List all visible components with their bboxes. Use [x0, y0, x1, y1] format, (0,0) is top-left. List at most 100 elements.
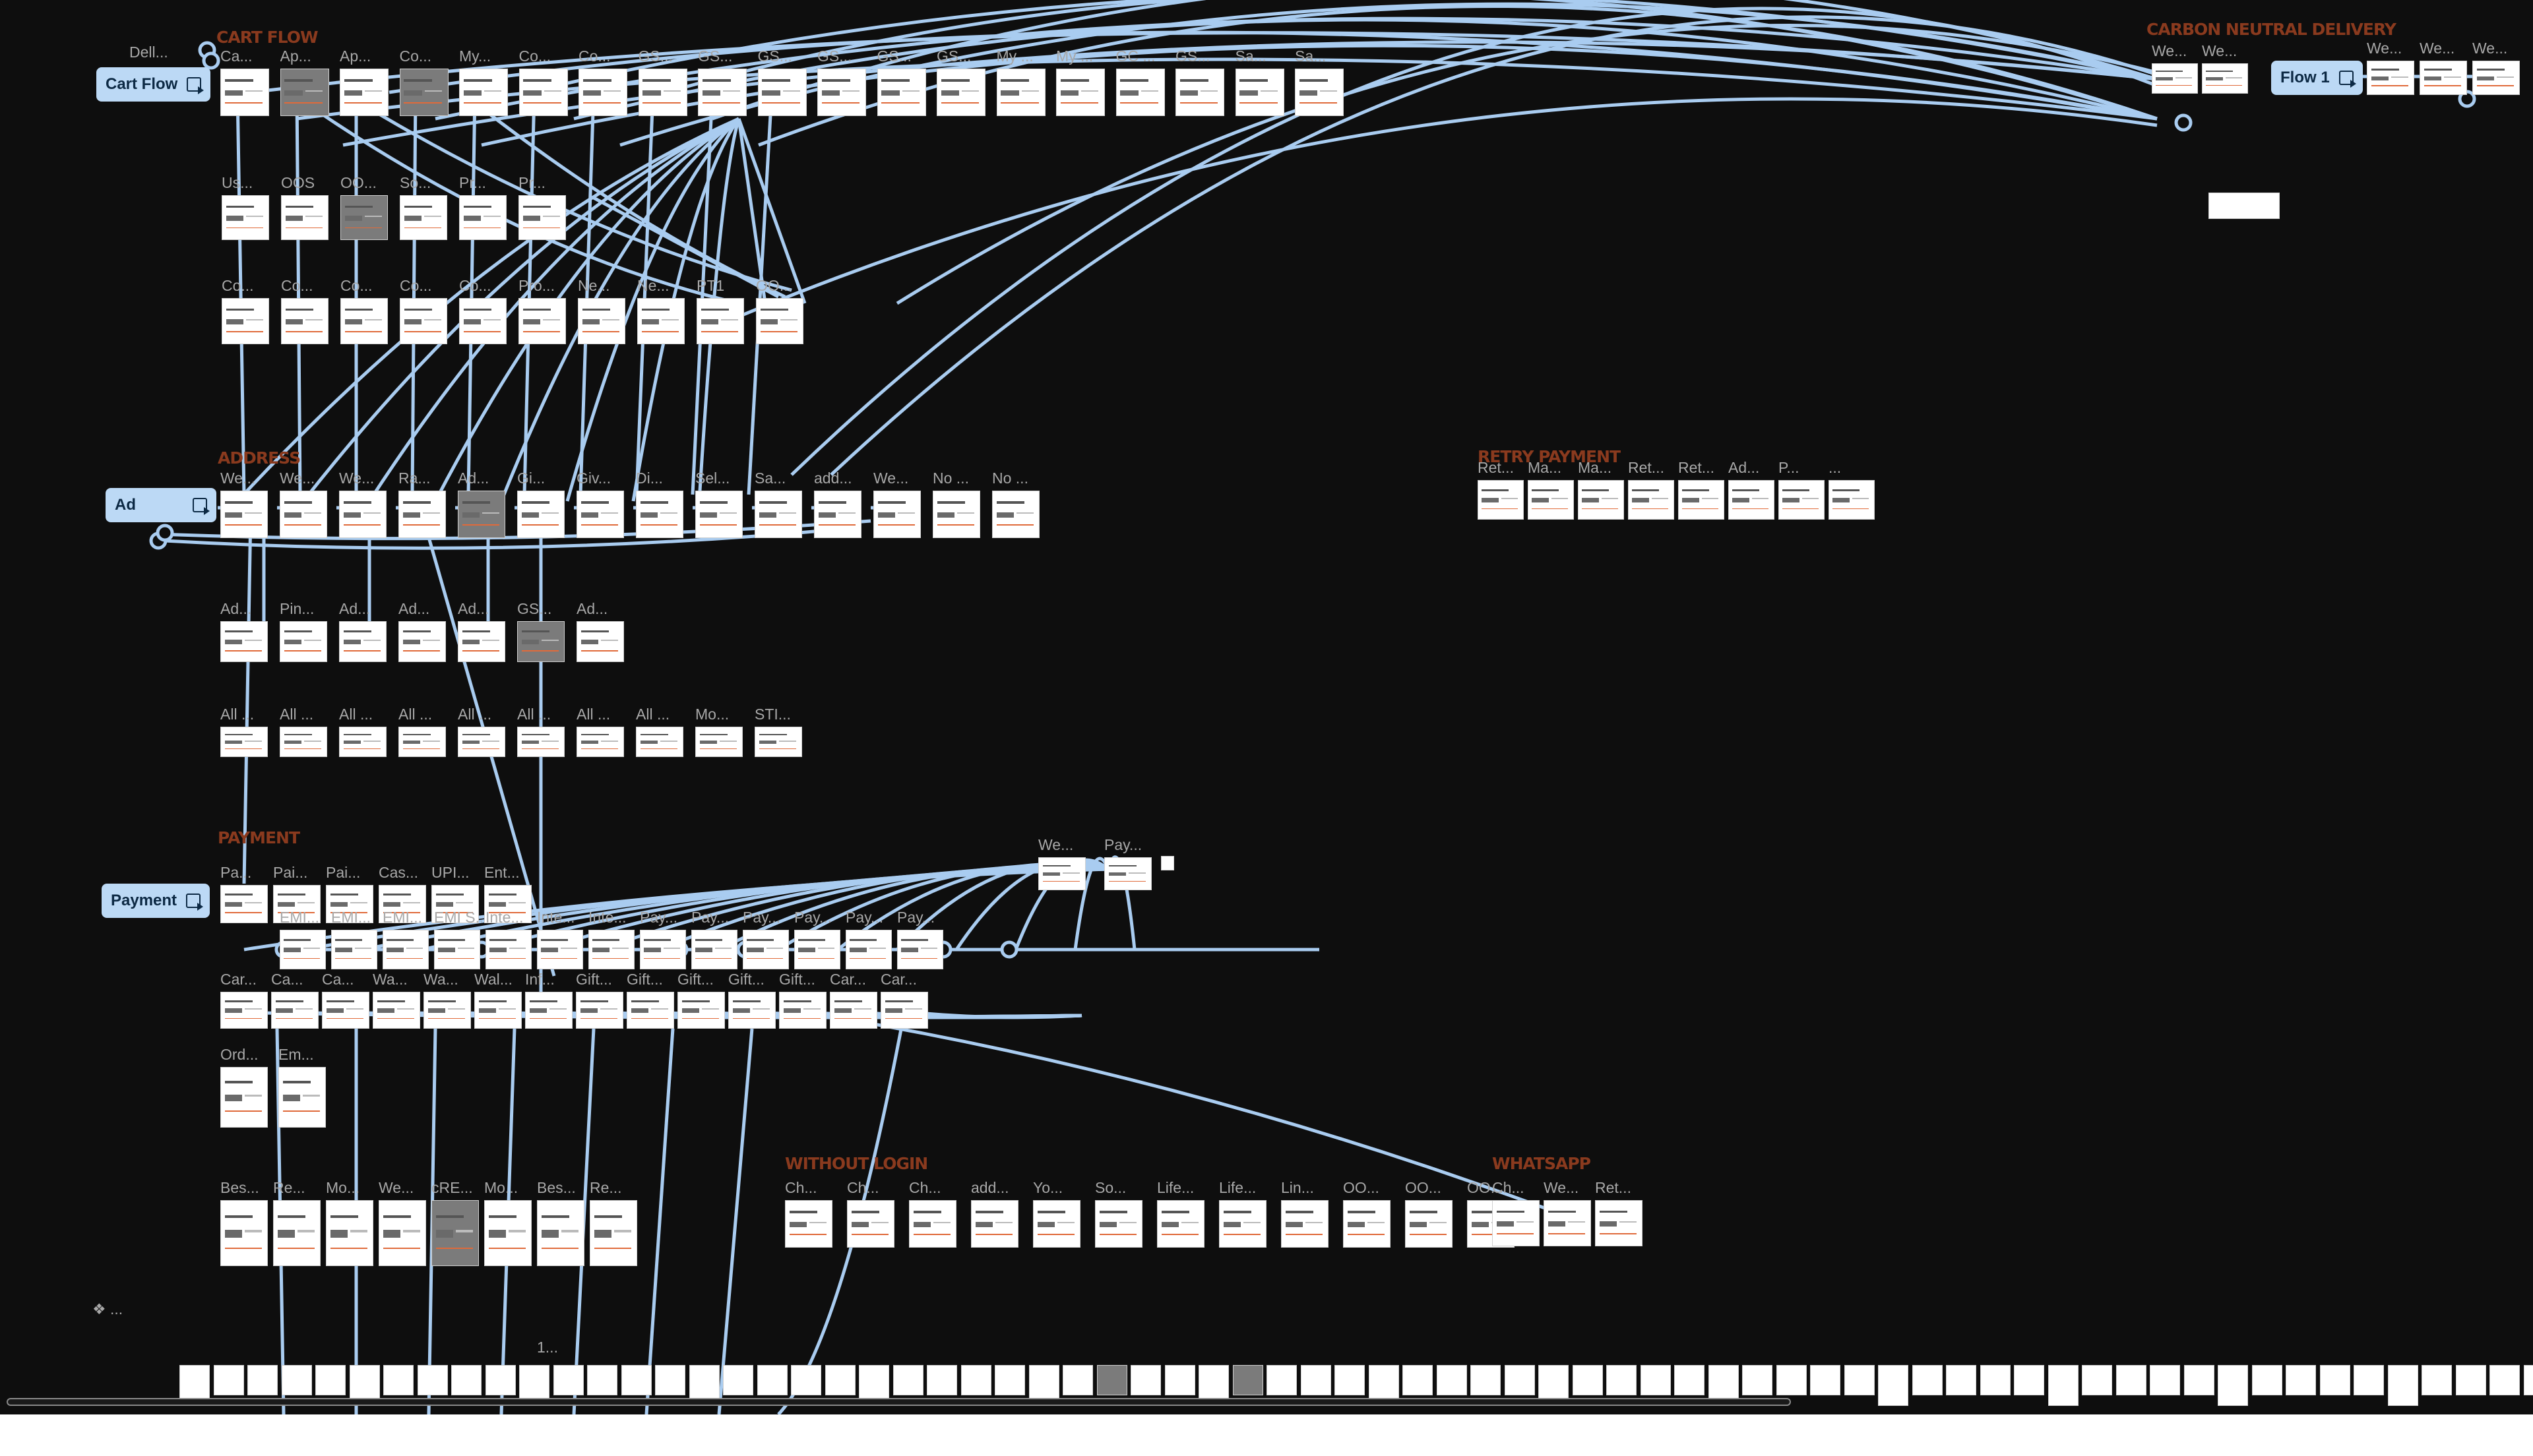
strip-frame-thumbnail[interactable] — [621, 1365, 652, 1395]
frame-thumbnail[interactable] — [398, 727, 446, 757]
frame-thumbnail[interactable] — [756, 298, 803, 344]
frame-thumbnail[interactable] — [220, 1200, 268, 1266]
flow-start-payment[interactable]: Payment — [102, 884, 210, 918]
frame-thumbnail[interactable] — [637, 298, 685, 344]
frame-thumbnail[interactable] — [817, 69, 866, 116]
frame-thumbnail[interactable] — [331, 930, 377, 969]
frame-thumbnail[interactable] — [278, 1067, 326, 1128]
frame-thumbnail[interactable] — [579, 69, 627, 116]
strip-frame-thumbnail[interactable] — [1063, 1365, 1093, 1395]
frame-thumbnail[interactable] — [518, 69, 568, 116]
frame-thumbnail[interactable] — [474, 992, 522, 1029]
strip-frame-thumbnail[interactable] — [2354, 1365, 2384, 1395]
strip-frame-thumbnail[interactable] — [1912, 1365, 1943, 1395]
frame-thumbnail[interactable] — [458, 621, 505, 662]
frame-thumbnail[interactable] — [877, 69, 926, 116]
strip-frame-thumbnail[interactable] — [1844, 1365, 1875, 1395]
strip-frame-thumbnail[interactable] — [1096, 1365, 1127, 1395]
frame-thumbnail[interactable] — [1628, 480, 1674, 520]
frame-thumbnail[interactable] — [280, 491, 327, 538]
frame-thumbnail[interactable] — [326, 1200, 373, 1266]
frame-thumbnail[interactable] — [379, 1200, 426, 1266]
strip-frame-thumbnail[interactable] — [1776, 1365, 1807, 1395]
strip-frame-thumbnail[interactable] — [757, 1365, 788, 1395]
flow-start-flow-1[interactable]: Flow 1 — [2271, 61, 2363, 95]
frame-thumbnail[interactable] — [271, 992, 319, 1029]
strip-frame-thumbnail[interactable] — [383, 1365, 414, 1395]
strip-frame-thumbnail[interactable] — [1980, 1365, 2011, 1395]
strip-frame-thumbnail[interactable] — [1946, 1365, 1976, 1395]
frame-thumbnail[interactable] — [220, 491, 268, 538]
frame-thumbnail[interactable] — [743, 930, 789, 969]
frame-thumbnail[interactable] — [1595, 1200, 1642, 1246]
frame-thumbnail[interactable] — [2420, 61, 2467, 95]
strip-frame-thumbnail[interactable] — [2014, 1365, 2044, 1395]
frame-thumbnail[interactable] — [814, 491, 861, 538]
frame-thumbnail[interactable] — [847, 1200, 894, 1248]
frame-thumbnail[interactable] — [458, 727, 505, 757]
frame-thumbnail[interactable] — [1728, 480, 1774, 520]
frame-thumbnail[interactable] — [1295, 69, 1344, 116]
frame-thumbnail[interactable] — [220, 621, 268, 662]
strip-frame-thumbnail[interactable] — [1572, 1365, 1603, 1395]
frame-thumbnail[interactable] — [379, 885, 426, 923]
strip-frame-thumbnail[interactable] — [2489, 1365, 2520, 1395]
frame-thumbnail[interactable] — [1104, 857, 1152, 890]
blank-frame[interactable] — [2208, 193, 2280, 219]
strip-frame-thumbnail[interactable] — [213, 1365, 244, 1395]
strip-frame-thumbnail[interactable] — [1810, 1365, 1840, 1395]
frame-thumbnail[interactable] — [695, 491, 743, 538]
strip-frame-thumbnail[interactable] — [723, 1365, 753, 1395]
frame-thumbnail[interactable] — [222, 195, 269, 240]
mini-frame[interactable] — [1161, 856, 1174, 870]
frame-thumbnail[interactable] — [458, 491, 505, 538]
frame-thumbnail[interactable] — [755, 727, 802, 757]
strip-frame-thumbnail[interactable] — [1164, 1365, 1195, 1395]
strip-frame-thumbnail[interactable] — [315, 1365, 346, 1395]
frame-thumbnail[interactable] — [220, 885, 268, 923]
frame-thumbnail[interactable] — [1219, 1200, 1266, 1248]
frame-thumbnail[interactable] — [757, 69, 807, 116]
frame-thumbnail[interactable] — [220, 69, 269, 116]
strip-frame-thumbnail[interactable] — [2183, 1365, 2214, 1395]
strip-frame-thumbnail[interactable] — [995, 1365, 1025, 1395]
strip-frame-thumbnail[interactable] — [960, 1365, 991, 1395]
frame-thumbnail[interactable] — [434, 930, 480, 969]
strip-frame-thumbnail[interactable] — [2150, 1365, 2180, 1395]
strip-frame-thumbnail[interactable] — [927, 1365, 957, 1395]
strip-frame-thumbnail[interactable] — [825, 1365, 856, 1395]
frame-thumbnail[interactable] — [340, 195, 388, 240]
frame-thumbnail[interactable] — [459, 195, 507, 240]
frame-thumbnail[interactable] — [1157, 1200, 1204, 1248]
frame-thumbnail[interactable] — [1829, 480, 1875, 520]
strip-frame-thumbnail[interactable] — [892, 1365, 923, 1395]
frame-thumbnail[interactable] — [518, 298, 566, 344]
frame-thumbnail[interactable] — [423, 992, 471, 1029]
horizontal-scrollbar[interactable] — [7, 1398, 1791, 1406]
frame-thumbnail[interactable] — [577, 491, 624, 538]
frame-thumbnail[interactable] — [695, 727, 743, 757]
frame-thumbnail[interactable] — [1478, 480, 1524, 520]
frame-thumbnail[interactable] — [431, 885, 479, 923]
frame-thumbnail[interactable] — [517, 491, 565, 538]
frame-thumbnail[interactable] — [1281, 1200, 1329, 1248]
frame-thumbnail[interactable] — [1095, 1200, 1142, 1248]
strip-frame-thumbnail[interactable] — [1300, 1365, 1331, 1395]
strip-frame-thumbnail[interactable] — [2523, 1365, 2533, 1395]
frame-thumbnail[interactable] — [897, 930, 943, 969]
frame-thumbnail[interactable] — [525, 992, 573, 1029]
strip-frame-thumbnail[interactable] — [2455, 1365, 2486, 1395]
frame-thumbnail[interactable] — [576, 992, 623, 1029]
frame-thumbnail[interactable] — [2472, 61, 2520, 95]
frame-thumbnail[interactable] — [373, 992, 420, 1029]
frame-thumbnail[interactable] — [677, 992, 725, 1029]
frame-thumbnail[interactable] — [1175, 69, 1224, 116]
frame-thumbnail[interactable] — [577, 727, 624, 757]
frame-thumbnail[interactable] — [398, 621, 446, 662]
frame-thumbnail[interactable] — [398, 491, 446, 538]
strip-frame-thumbnail[interactable] — [1640, 1365, 1671, 1395]
strip-frame-thumbnail[interactable] — [2387, 1365, 2418, 1406]
frame-thumbnail[interactable] — [400, 298, 447, 344]
flow-start-cart-flow[interactable]: Cart Flow — [96, 67, 211, 102]
frame-thumbnail[interactable] — [517, 621, 565, 662]
